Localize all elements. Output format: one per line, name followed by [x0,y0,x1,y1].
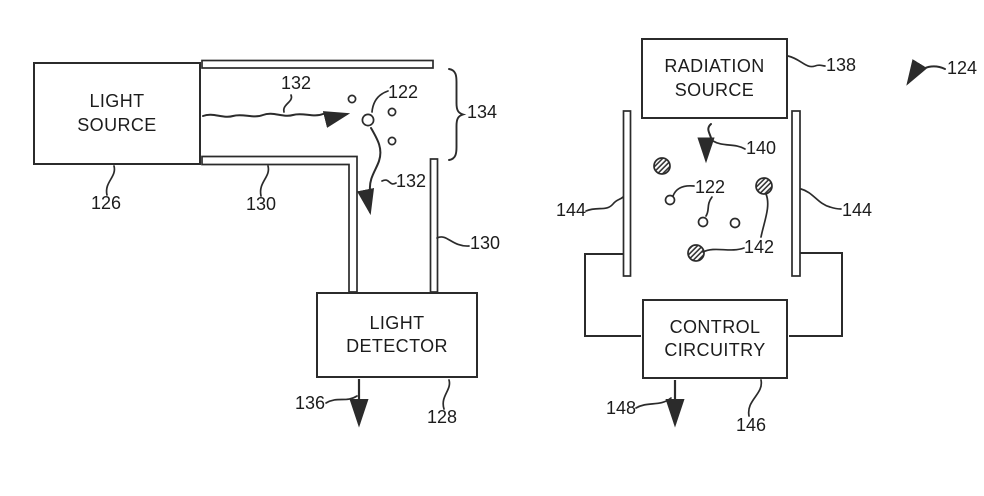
channel-top-wall [201,59,434,69]
leader-136 [325,395,358,404]
particle-fall-arrow [357,127,382,216]
electrode-plates [622,110,801,277]
leader-132-path [381,179,397,185]
ref-label-148: 148 [606,398,637,418]
charged-particle-icon [687,244,705,262]
leader-122-right-a [672,184,695,197]
ref-label-134: 134 [467,102,498,122]
light-detector-label-line1: LIGHT [369,312,425,333]
ref-label-122-right: 122 [695,177,726,197]
control-circuitry-label-line2: CIRCUITRY [664,340,766,360]
brace-134 [448,68,467,161]
leader-142-a [760,193,769,238]
light-detector-box: LIGHT DETECTOR [316,292,478,378]
ref-label-140: 140 [746,138,777,158]
leader-138 [787,55,826,68]
radiation-arrow [697,123,715,164]
leader-148 [635,397,672,409]
leader-144-right [800,188,842,210]
channel-elbow-wall [201,155,358,293]
ref-label-138: 138 [826,55,857,75]
ref-label-146: 146 [736,415,767,435]
ref-label-122-left: 122 [388,82,419,102]
light-beam-arrow [202,111,351,128]
left-electrode-plate [622,110,632,277]
smoke-particles-left [347,94,397,146]
particle-icon [387,107,397,117]
leader-142-b [702,247,745,253]
right-electrode-plate [791,110,801,277]
light-source-box: LIGHT SOURCE [33,62,201,165]
ref-label-130-duct: 130 [246,194,277,214]
leader-128 [442,379,451,410]
particle-icon [729,217,741,229]
radiation-source-label-line1: RADIATION [664,56,765,77]
leader-144-left [585,196,624,212]
plate-wires [584,252,843,337]
leader-146 [747,379,763,417]
particle-icon [361,113,375,127]
ref-label-126: 126 [91,193,122,213]
leader-130-duct [259,165,270,197]
control-circuitry-box: CONTROL CIRCUITRY [642,299,788,379]
particle-icon [387,136,397,146]
ref-label-128: 128 [427,407,458,427]
leader-122-left [371,90,389,113]
leader-130-wall [436,236,470,247]
charged-particle-icon [755,177,773,195]
leader-122-right-b [705,196,713,217]
channel-right-wall [429,158,439,293]
ref-label-132-path: 132 [396,171,427,191]
reference-arrow-124 [906,59,946,86]
left-plate-wire [584,253,641,337]
ref-label-142: 142 [744,237,775,257]
leader-132-beam [283,94,293,113]
ions-right [653,157,773,262]
charged-particle-icon [653,157,671,175]
ref-label-144-right: 144 [842,200,873,220]
ref-label-124: 124 [947,58,978,78]
particle-icon [347,94,357,104]
leader-140 [712,140,746,150]
particle-icon [697,216,709,228]
leader-lines-right [585,55,842,417]
ref-label-144-left: 144 [556,200,587,220]
ref-label-136: 136 [295,393,326,413]
ref-label-132-beam: 132 [281,73,312,93]
radiation-source-box: RADIATION SOURCE [641,38,788,119]
leader-126 [105,165,116,196]
light-detector-label-line2: DETECTOR [346,336,448,356]
light-source-label-line1: LIGHT [89,91,145,112]
radiation-source-label-line2: SOURCE [674,79,755,100]
right-plate-wire [789,252,843,337]
light-source-label-line2: SOURCE [77,114,157,135]
ref-label-130-wall: 130 [470,233,501,253]
leader-lines-left [105,90,470,410]
control-circuitry-label-line1: CONTROL [669,316,761,337]
particle-icon [664,194,676,206]
